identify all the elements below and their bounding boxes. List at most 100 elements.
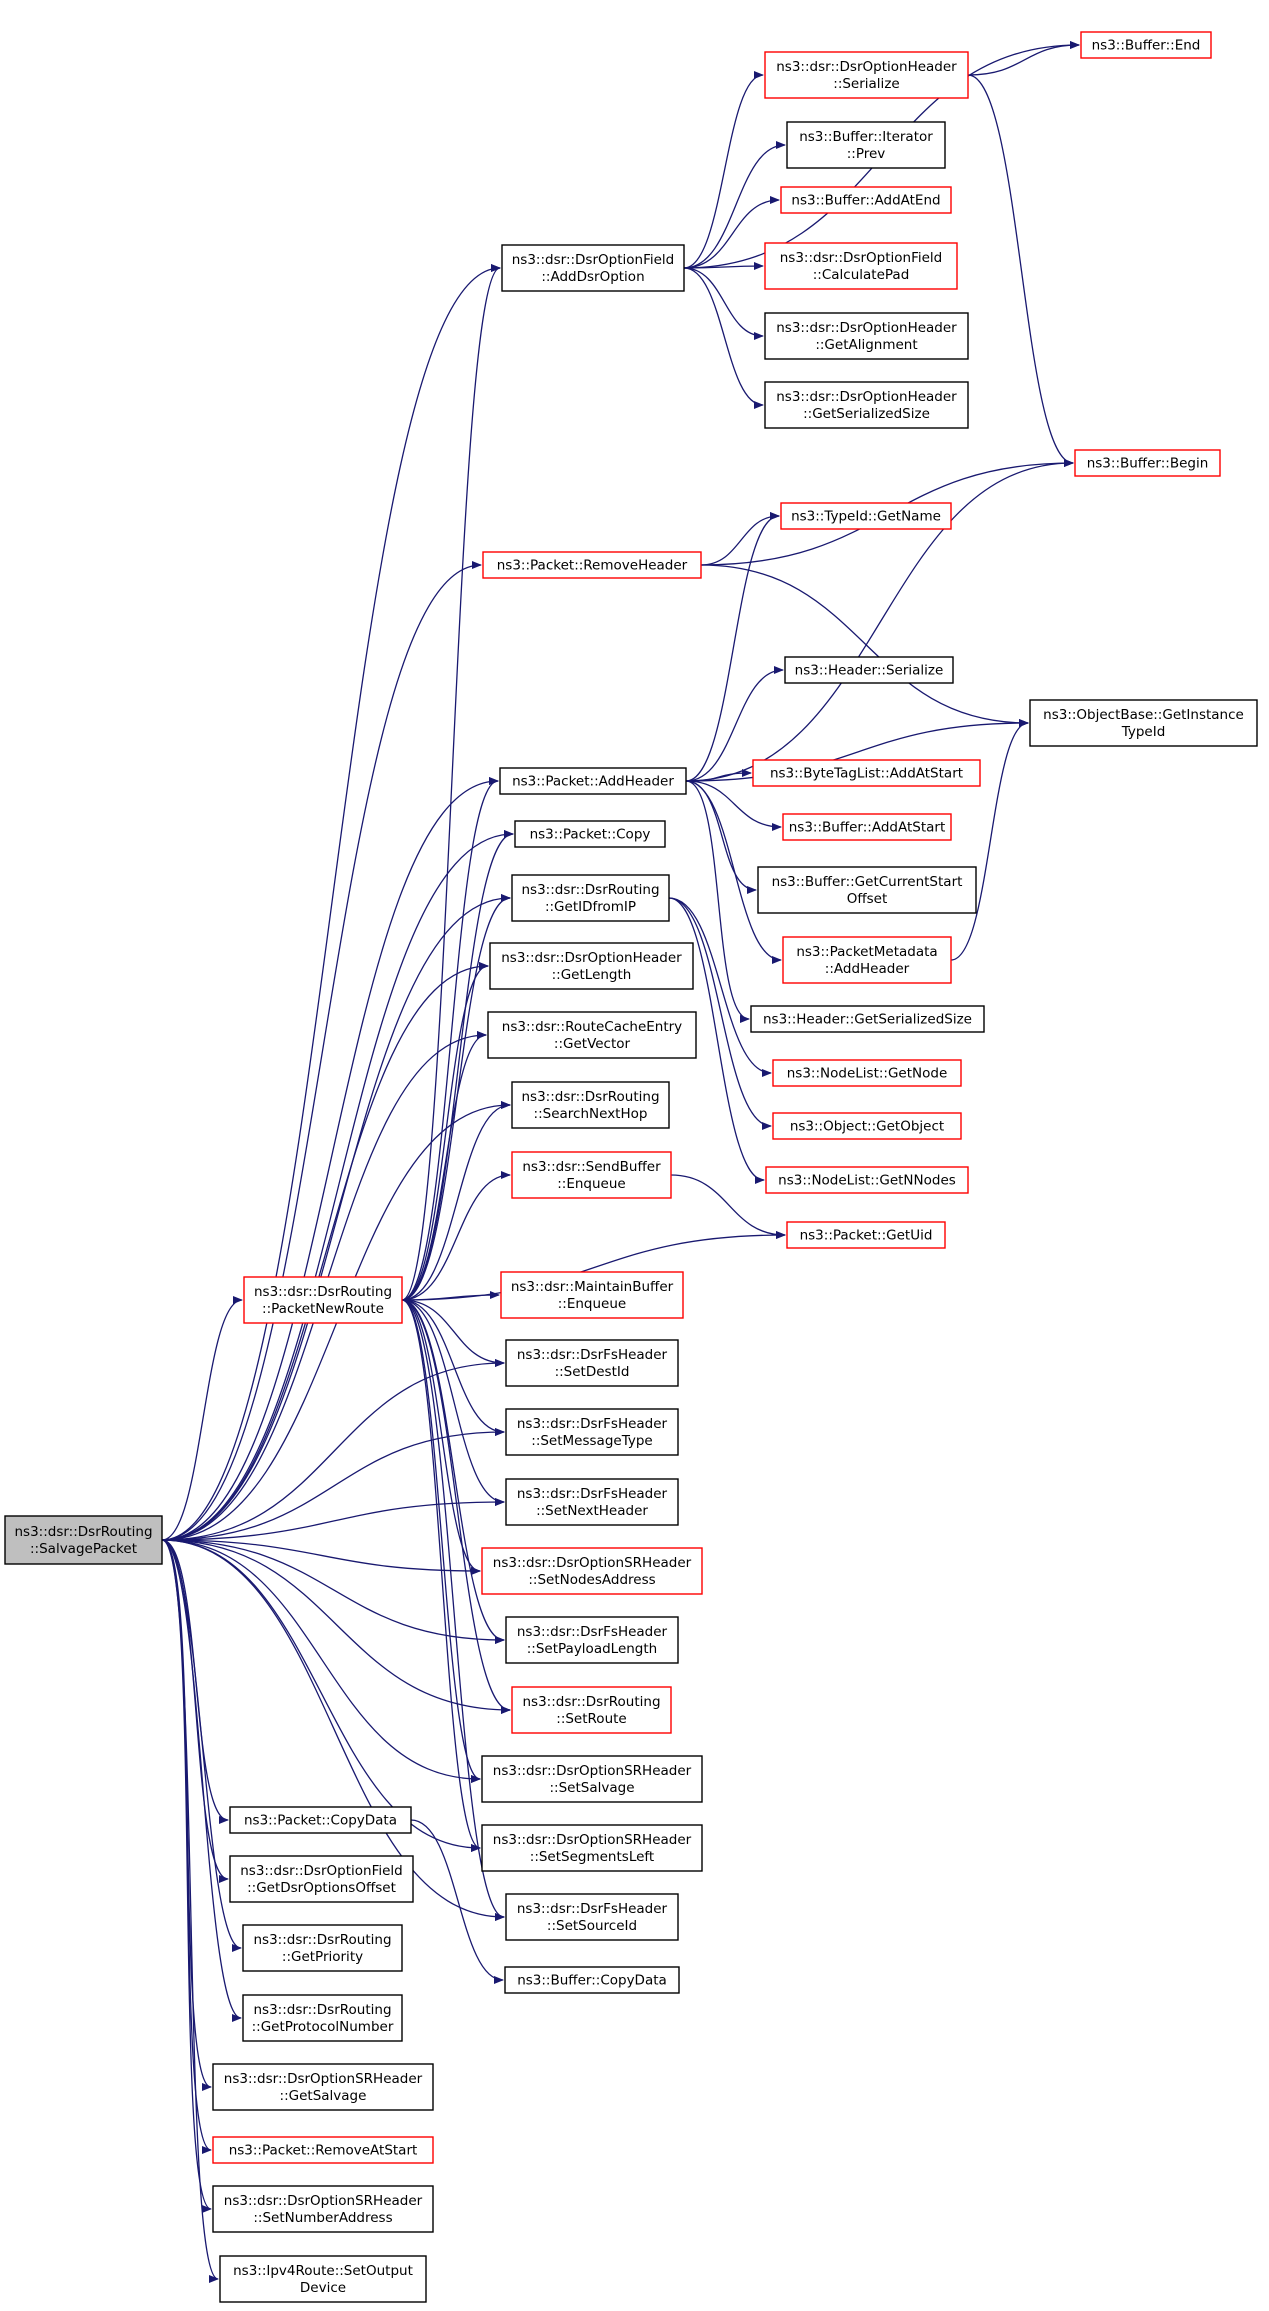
node-optGetSerSize[interactable]: ns3::dsr::DsrOptionHeader::GetSerialized… bbox=[764, 381, 969, 429]
node-optHdrGetLength[interactable]: ns3::dsr::DsrOptionHeader::GetLength bbox=[489, 942, 694, 990]
node-getAlignment[interactable]: ns3::dsr::DsrOptionHeader::GetAlignment bbox=[764, 312, 969, 360]
node-removeHeader[interactable]: ns3::Packet::RemoveHeader bbox=[482, 551, 702, 579]
node-label: ns3::dsr::DsrOptionSRHeader bbox=[493, 1555, 692, 1571]
node-setSegmentsLeft[interactable]: ns3::dsr::DsrOptionSRHeader::SetSegments… bbox=[481, 1824, 703, 1872]
node-bufferEnd[interactable]: ns3::Buffer::End bbox=[1080, 31, 1212, 59]
node-routeCacheGetVector[interactable]: ns3::dsr::RouteCacheEntry::GetVector bbox=[487, 1011, 697, 1059]
edge-addHeader-to-byteTagAddAtStart bbox=[685, 769, 752, 782]
node-setNextHeader[interactable]: ns3::dsr::DsrFsHeader::SetNextHeader bbox=[505, 1478, 679, 1526]
node-getDsrOptionsOffset[interactable]: ns3::dsr::DsrOptionField::GetDsrOptionsO… bbox=[229, 1855, 414, 1903]
node-root[interactable]: ns3::dsr::DsrRouting::SalvagePacket bbox=[4, 1515, 163, 1565]
node-label: ::SetPayloadLength bbox=[527, 1641, 657, 1657]
node-metadataAddHeader[interactable]: ns3::PacketMetadata::AddHeader bbox=[782, 936, 952, 984]
node-typeIdGetName[interactable]: ns3::TypeId::GetName bbox=[780, 502, 952, 530]
node-getProtocolNumber[interactable]: ns3::dsr::DsrRouting::GetProtocolNumber bbox=[242, 1994, 403, 2042]
node-label: TypeId bbox=[1121, 724, 1166, 740]
node-box bbox=[780, 502, 952, 530]
node-packetNewRoute[interactable]: ns3::dsr::DsrRouting::PacketNewRoute bbox=[243, 1276, 403, 1324]
node-getPriority[interactable]: ns3::dsr::DsrRouting::GetPriority bbox=[242, 1924, 403, 1972]
node-label: ns3::dsr::DsrFsHeader bbox=[517, 1347, 668, 1363]
node-setRoute[interactable]: ns3::dsr::DsrRouting::SetRoute bbox=[511, 1686, 672, 1734]
node-setSourceId[interactable]: ns3::dsr::DsrFsHeader::SetSourceId bbox=[505, 1893, 679, 1941]
node-label: ns3::Packet::RemoveHeader bbox=[497, 558, 688, 574]
node-box bbox=[780, 186, 952, 214]
node-optHdrSerialize[interactable]: ns3::dsr::DsrOptionHeader::Serialize bbox=[764, 51, 969, 99]
node-label: ::Enqueue bbox=[558, 1296, 626, 1312]
node-setDestId[interactable]: ns3::dsr::DsrFsHeader::SetDestId bbox=[505, 1339, 679, 1387]
node-label: ::Serialize bbox=[833, 76, 899, 92]
node-bufferCopyData[interactable]: ns3::Buffer::CopyData bbox=[504, 1966, 680, 1994]
node-label: ::GetVector bbox=[554, 1036, 631, 1052]
node-bufferBegin[interactable]: ns3::Buffer::Begin bbox=[1074, 449, 1221, 477]
edge-addDsrOption-to-calcPad bbox=[683, 262, 764, 271]
node-box bbox=[500, 1271, 684, 1319]
node-label: ns3::Ipv4Route::SetOutput bbox=[233, 2263, 413, 2279]
node-packetGetUid[interactable]: ns3::Packet::GetUid bbox=[786, 1221, 946, 1249]
node-label: ns3::dsr::DsrOptionSRHeader bbox=[493, 1763, 692, 1779]
node-setNodesAddress[interactable]: ns3::dsr::DsrOptionSRHeader::SetNodesAdd… bbox=[481, 1547, 703, 1595]
node-label: Offset bbox=[847, 891, 888, 907]
node-label: ns3::Packet::Copy bbox=[530, 827, 651, 843]
node-label: ns3::TypeId::GetName bbox=[791, 509, 941, 525]
node-headerGetSerSize[interactable]: ns3::Header::GetSerializedSize bbox=[750, 1005, 985, 1033]
node-label: ns3::Buffer::GetCurrentStart bbox=[772, 874, 963, 890]
edge-addHeader-to-typeIdGetName bbox=[685, 512, 780, 782]
node-addAtEnd[interactable]: ns3::Buffer::AddAtEnd bbox=[780, 186, 952, 214]
node-setSalvage[interactable]: ns3::dsr::DsrOptionSRHeader::SetSalvage bbox=[481, 1755, 703, 1803]
node-label: ns3::Buffer::AddAtEnd bbox=[791, 193, 940, 209]
node-setNumberAddress[interactable]: ns3::dsr::DsrOptionSRHeader::SetNumberAd… bbox=[212, 2185, 434, 2233]
node-iterPrev[interactable]: ns3::Buffer::Iterator::Prev bbox=[786, 121, 946, 169]
node-setMessageType[interactable]: ns3::dsr::DsrFsHeader::SetMessageType bbox=[505, 1408, 679, 1456]
node-box bbox=[511, 1686, 672, 1734]
node-headerSerialize[interactable]: ns3::Header::Serialize bbox=[784, 656, 954, 684]
node-box bbox=[505, 1478, 679, 1526]
node-nodeListGetNNodes[interactable]: ns3::NodeList::GetNNodes bbox=[765, 1166, 969, 1194]
node-label: ::SetNumberAddress bbox=[253, 2210, 392, 2226]
node-label: ::SetSegmentsLeft bbox=[530, 1849, 654, 1865]
node-label: ::PacketNewRoute bbox=[262, 1301, 384, 1317]
edge-root-to-setMessageType bbox=[161, 1428, 505, 1541]
edge-packetNewRoute-to-setSalvage bbox=[401, 1299, 481, 1783]
node-maintainBufferEnqueue[interactable]: ns3::dsr::MaintainBuffer::Enqueue bbox=[500, 1271, 684, 1319]
node-getSalvage[interactable]: ns3::dsr::DsrOptionSRHeader::GetSalvage bbox=[212, 2063, 434, 2111]
node-label: ::AddHeader bbox=[825, 961, 910, 977]
edge-getIDfromIP-to-nodeListGetNNodes bbox=[668, 897, 765, 1184]
node-box bbox=[489, 942, 694, 990]
node-label: ::GetSerializedSize bbox=[803, 406, 930, 422]
node-getIDfromIP[interactable]: ns3::dsr::DsrRouting::GetIDfromIP bbox=[511, 874, 670, 922]
node-calcPad[interactable]: ns3::dsr::DsrOptionField::CalculatePad bbox=[764, 242, 958, 290]
node-bufferAddAtStart[interactable]: ns3::Buffer::AddAtStart bbox=[782, 813, 952, 841]
node-nodeListGetNode[interactable]: ns3::NodeList::GetNode bbox=[772, 1059, 962, 1087]
node-label: ::SetNodesAddress bbox=[528, 1572, 655, 1588]
node-label: ns3::Buffer::AddAtStart bbox=[789, 820, 946, 836]
node-label: ::GetProtocolNumber bbox=[252, 2019, 394, 2035]
node-box bbox=[242, 1924, 403, 1972]
node-objectGetObject[interactable]: ns3::Object::GetObject bbox=[772, 1112, 962, 1140]
node-box bbox=[212, 2063, 434, 2111]
node-sendBufferEnqueue[interactable]: ns3::dsr::SendBuffer::Enqueue bbox=[511, 1151, 672, 1199]
node-box bbox=[772, 1112, 962, 1140]
node-label: ns3::dsr::DsrOptionHeader bbox=[776, 59, 957, 75]
edge-optHdrSerialize-to-bufferBegin bbox=[967, 74, 1074, 467]
node-addDsrOption[interactable]: ns3::dsr::DsrOptionField::AddDsrOption bbox=[501, 244, 685, 292]
node-byteTagAddAtStart[interactable]: ns3::ByteTagList::AddAtStart bbox=[752, 759, 981, 787]
node-addHeader[interactable]: ns3::Packet::AddHeader bbox=[499, 767, 687, 795]
node-box bbox=[481, 1755, 703, 1803]
node-box bbox=[499, 767, 687, 795]
node-setPayloadLength[interactable]: ns3::dsr::DsrFsHeader::SetPayloadLength bbox=[505, 1616, 679, 1664]
edge-addDsrOption-to-optHdrSerialize bbox=[683, 71, 764, 269]
edge-packetNewRoute-to-searchNextHop bbox=[401, 1101, 511, 1301]
edge-root-to-setOutputDevice bbox=[161, 1539, 219, 2283]
node-packetCopyData[interactable]: ns3::Packet::CopyData bbox=[229, 1806, 412, 1834]
node-packetCopy[interactable]: ns3::Packet::Copy bbox=[514, 820, 666, 848]
node-box bbox=[501, 244, 685, 292]
node-box bbox=[750, 1005, 985, 1033]
node-removeAtStart[interactable]: ns3::Packet::RemoveAtStart bbox=[212, 2136, 434, 2164]
node-box bbox=[243, 1276, 403, 1324]
node-box bbox=[505, 1893, 679, 1941]
edge-optHdrSerialize-to-bufferEnd bbox=[967, 41, 1080, 76]
node-searchNextHop[interactable]: ns3::dsr::DsrRouting::SearchNextHop bbox=[511, 1081, 670, 1129]
